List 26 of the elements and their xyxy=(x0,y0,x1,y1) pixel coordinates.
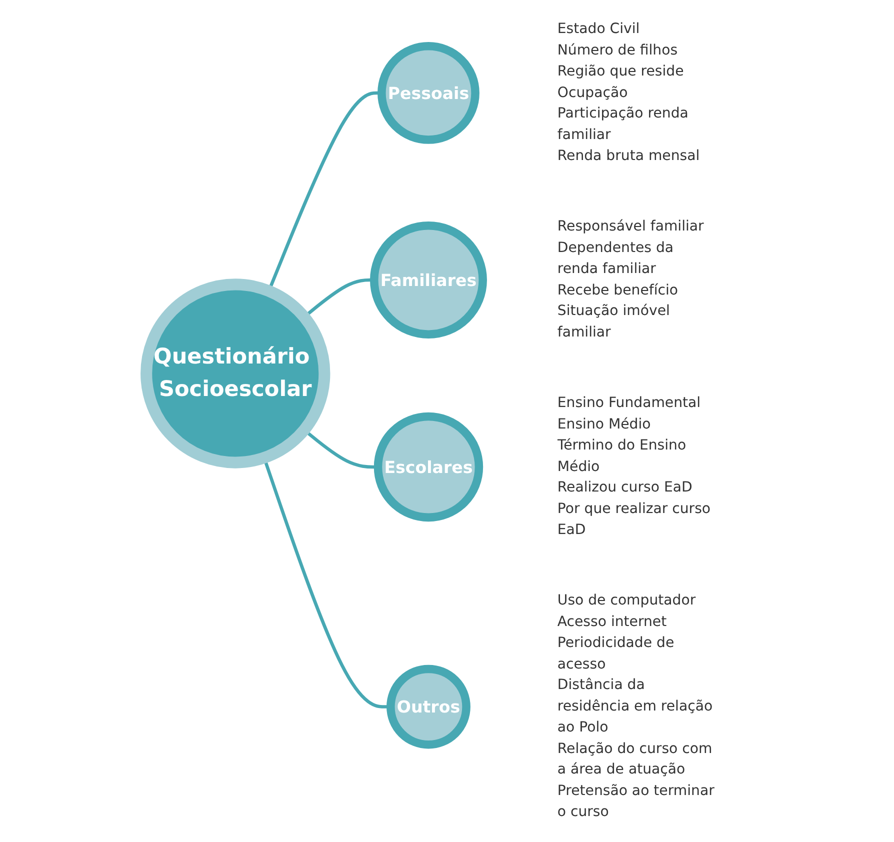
node-circle: Outros xyxy=(386,664,470,749)
node-label: Pretensão ao terminar o curso xyxy=(557,782,714,820)
node-circle: Pessoais xyxy=(377,42,480,144)
node-label: Relação do curso com a área de atuação xyxy=(557,740,712,778)
node-label: Uso de computador xyxy=(557,592,696,609)
node-label: Término do Ensino Médio xyxy=(557,436,686,475)
node-label: Ensino Fundamental xyxy=(557,394,700,412)
node-label: Realizou curso EaD xyxy=(557,479,692,496)
node-label: Ensino Médio xyxy=(557,416,651,432)
node-circle: Questionário Socioescolar xyxy=(140,278,330,468)
node-label: Região que reside xyxy=(557,62,684,80)
node-label: Dependentes da renda familiar xyxy=(557,239,674,278)
node-label: Ocupação xyxy=(557,84,628,101)
node-label: Número de filhos xyxy=(557,42,678,58)
node-label: Estado Civil xyxy=(557,20,640,38)
node-label: Renda bruta mensal xyxy=(557,147,700,164)
node-label: Periodicidade de acesso xyxy=(557,634,674,672)
node-label: Por que realizar curso EaD xyxy=(557,500,710,538)
node-label: Distância da residência em relação ao Polo xyxy=(557,676,712,736)
node-label: Situação imóvel familiar xyxy=(557,302,670,340)
node-label: Recebe benefício xyxy=(557,282,678,298)
node-circle: Escolares xyxy=(374,412,483,522)
node-label: Responsável familiar xyxy=(557,218,704,235)
node-circle: Familiares xyxy=(370,221,487,338)
node-label: Participação renda familiar xyxy=(557,105,688,143)
node-label: Acesso internet xyxy=(557,613,666,630)
